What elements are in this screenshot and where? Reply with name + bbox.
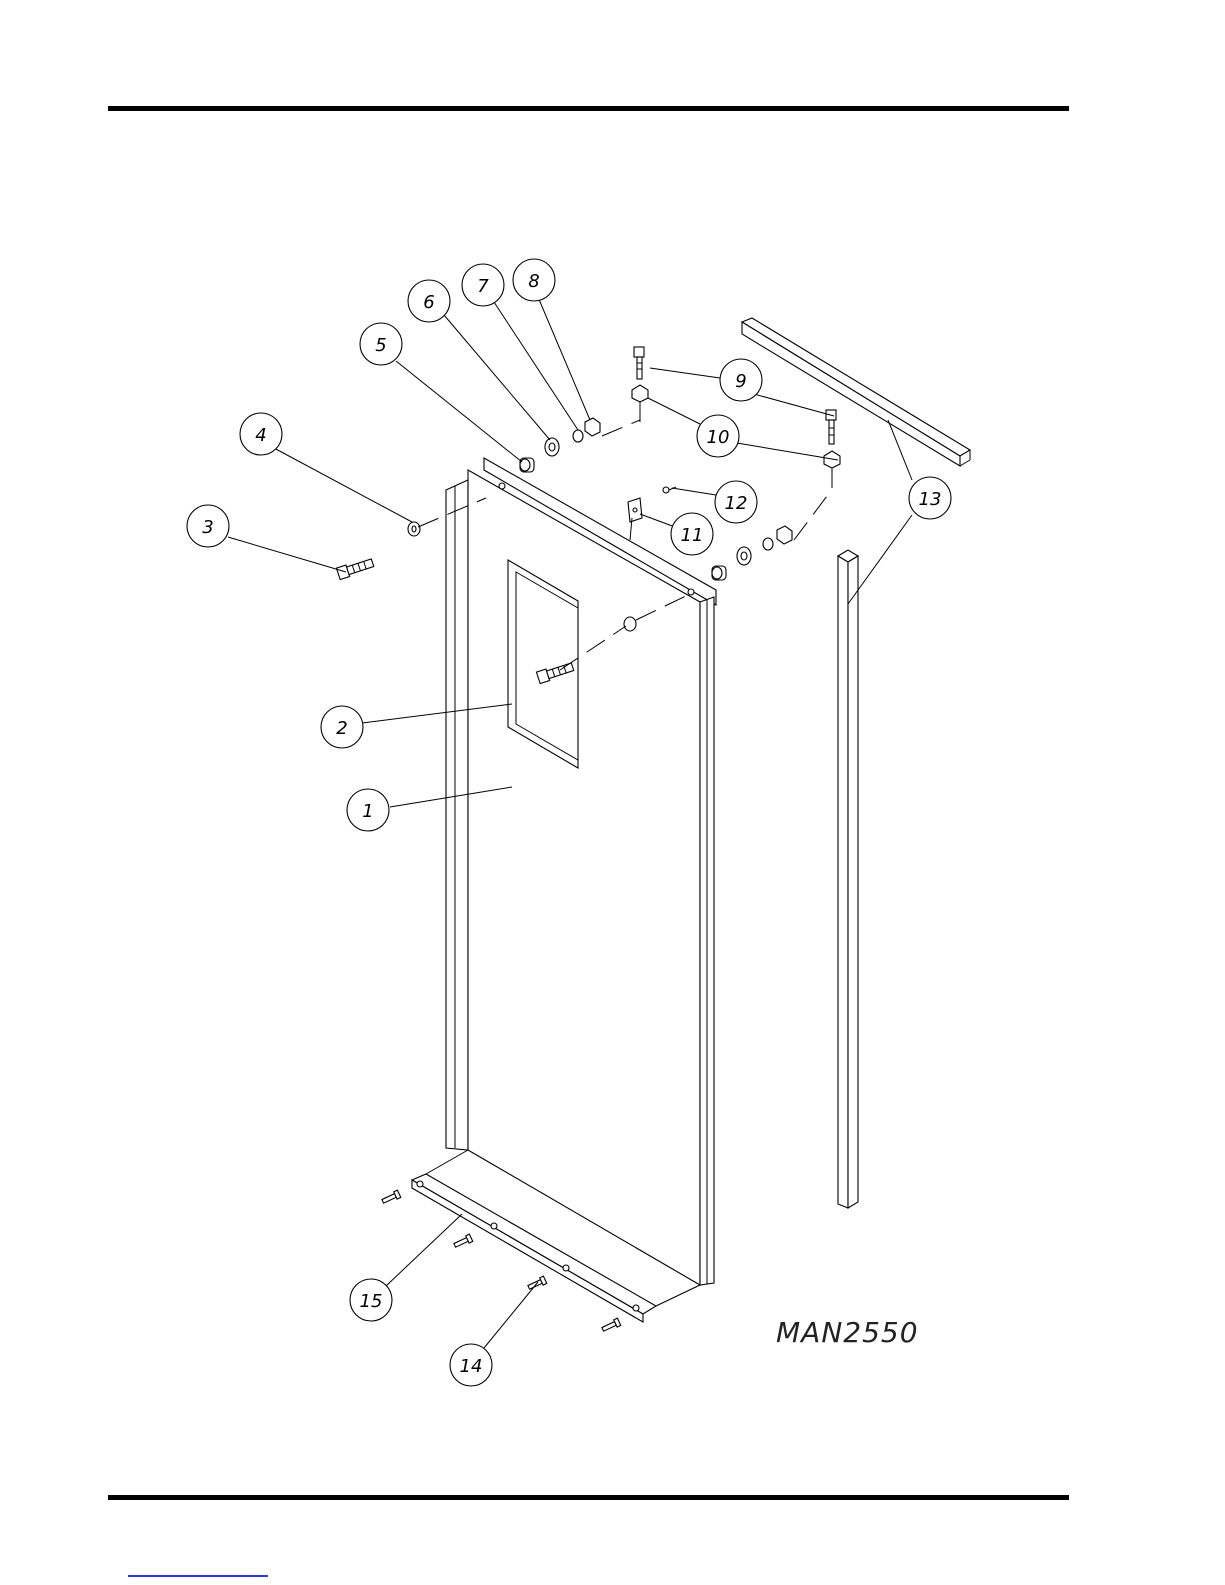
svg-text:12: 12 bbox=[725, 493, 748, 514]
svg-text:1: 1 bbox=[362, 801, 373, 822]
svg-text:6: 6 bbox=[423, 292, 434, 313]
callout-12: 12 bbox=[715, 481, 757, 523]
svg-text:15: 15 bbox=[360, 1291, 383, 1312]
svg-text:10: 10 bbox=[707, 427, 730, 448]
callout-11: 11 bbox=[671, 513, 713, 555]
svg-text:7: 7 bbox=[477, 276, 489, 297]
top-bar bbox=[742, 318, 970, 466]
callout-1: 1 bbox=[347, 789, 389, 831]
callout-7: 7 bbox=[462, 264, 504, 306]
callout-4: 4 bbox=[240, 413, 282, 455]
footer-link-underline[interactable] bbox=[128, 1575, 268, 1577]
callout-3: 3 bbox=[187, 505, 229, 547]
callout-5: 5 bbox=[360, 323, 402, 365]
callout-8: 8 bbox=[513, 259, 555, 301]
svg-text:9: 9 bbox=[735, 371, 746, 392]
callout-10: 10 bbox=[697, 415, 739, 457]
svg-text:3: 3 bbox=[202, 517, 213, 538]
svg-text:8: 8 bbox=[528, 271, 539, 292]
drawing-number: MAN2550 bbox=[776, 1316, 919, 1349]
callout-13: 13 bbox=[909, 477, 951, 519]
callout-14: 14 bbox=[450, 1344, 492, 1386]
svg-text:2: 2 bbox=[336, 718, 347, 739]
svg-text:4: 4 bbox=[255, 425, 266, 446]
bracket-and-screw bbox=[628, 487, 676, 540]
svg-text:13: 13 bbox=[919, 489, 942, 510]
svg-text:14: 14 bbox=[460, 1356, 483, 1377]
vertical-post bbox=[838, 550, 858, 1208]
svg-text:5: 5 bbox=[375, 335, 386, 356]
callout-2: 2 bbox=[321, 706, 363, 748]
callout-15: 15 bbox=[350, 1279, 392, 1321]
svg-text:11: 11 bbox=[681, 525, 704, 546]
callout-9: 9 bbox=[720, 359, 762, 401]
callout-6: 6 bbox=[408, 280, 450, 322]
door-panel bbox=[446, 458, 716, 1285]
